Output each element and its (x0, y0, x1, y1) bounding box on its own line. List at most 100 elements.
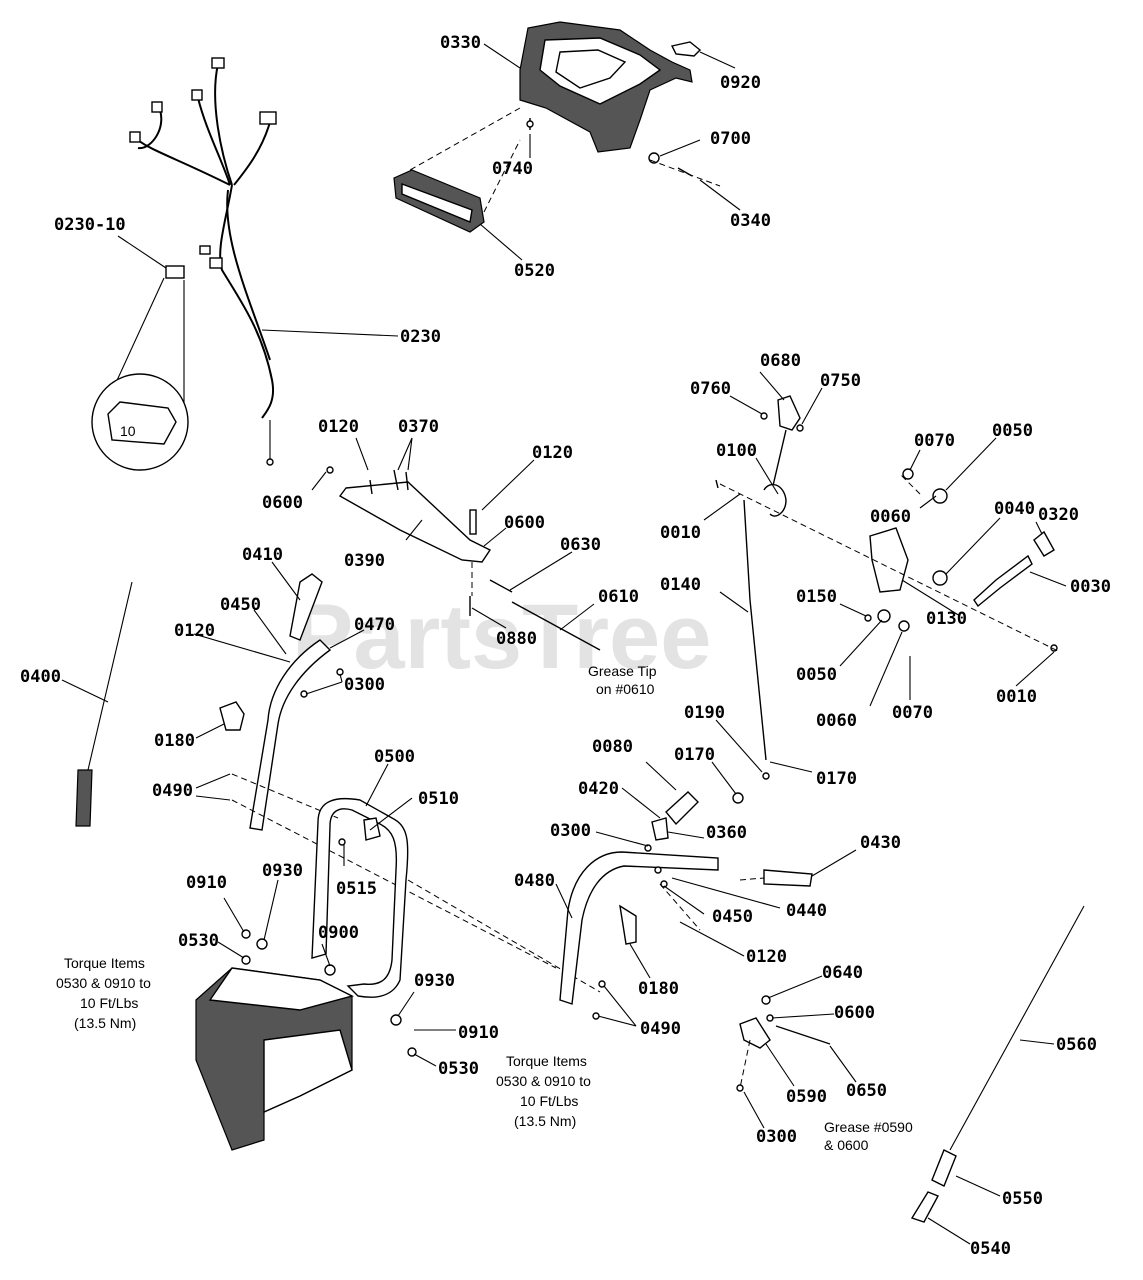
label-0300-b: 0300 (550, 821, 591, 841)
label-0900: 0900 (318, 923, 359, 943)
label-0600-b: 0600 (504, 513, 545, 533)
label-0070-a: 0070 (914, 431, 955, 451)
label-0360: 0360 (706, 823, 747, 843)
label-0330: 0330 (440, 33, 481, 53)
label-0540: 0540 (970, 1239, 1011, 1259)
note-grease-0590-line2: & 0600 (824, 1137, 869, 1153)
label-0320: 0320 (1038, 505, 1079, 525)
label-0150: 0150 (796, 587, 837, 607)
clip-0920 (670, 41, 702, 57)
label-0640: 0640 (822, 963, 863, 983)
label-0070-b: 0070 (892, 703, 933, 723)
label-0930-a: 0930 (262, 861, 303, 881)
note-torque-left-line4: (13.5 Nm) (74, 1015, 136, 1031)
label-0340: 0340 (730, 211, 771, 231)
label-0390: 0390 (344, 551, 385, 571)
label-0590: 0590 (786, 1087, 827, 1107)
label-0300-a: 0300 (344, 675, 385, 695)
label-0740: 0740 (492, 159, 533, 179)
label-0515: 0515 (336, 879, 377, 899)
label-0230: 0230 (400, 327, 441, 347)
label-0600-c: 0600 (834, 1003, 875, 1023)
label-0680: 0680 (760, 351, 801, 371)
note-torque-mid-line4: (13.5 Nm) (514, 1113, 576, 1129)
label-0010-a: 0010 (660, 523, 701, 543)
label-0120-c: 0120 (174, 621, 215, 641)
label-0430: 0430 (860, 833, 901, 853)
label-0120-d: 0120 (746, 947, 787, 967)
label-0470: 0470 (354, 615, 395, 635)
lever-assembly-0130 (715, 395, 1058, 804)
label-0700: 0700 (710, 129, 751, 149)
label-0910-a: 0910 (186, 873, 227, 893)
label-0080: 0080 (592, 737, 633, 757)
label-0010-b: 0010 (996, 687, 1037, 707)
label-0060-a: 0060 (870, 507, 911, 527)
label-0610: 0610 (598, 587, 639, 607)
label-0050-a: 0050 (992, 421, 1033, 441)
label-0420: 0420 (578, 779, 619, 799)
label-0600-a: 0600 (262, 493, 303, 513)
label-0060-b: 0060 (816, 711, 857, 731)
note-torque-mid-line3: 10 Ft/Lbs (520, 1093, 578, 1109)
note-torque-mid-line2: 0530 & 0910 to (496, 1073, 591, 1089)
label-0400: 0400 (20, 667, 61, 687)
fuse-0230-10: 10 (91, 265, 189, 471)
label-0480: 0480 (514, 871, 555, 891)
label-0030: 0030 (1070, 577, 1111, 597)
label-0560: 0560 (1056, 1035, 1097, 1055)
label-0140: 0140 (660, 575, 701, 595)
label-0550: 0550 (1002, 1189, 1043, 1209)
label-0750: 0750 (820, 371, 861, 391)
label-0050-b: 0050 (796, 665, 837, 685)
label-0040: 0040 (994, 499, 1035, 519)
label-0880: 0880 (496, 629, 537, 649)
cable-0400 (75, 581, 133, 827)
note-grease-0590-line1: Grease #0590 (824, 1119, 913, 1135)
label-0190: 0190 (684, 703, 725, 723)
label-0920: 0920 (720, 73, 761, 93)
label-0100: 0100 (716, 441, 757, 461)
label-0490-a: 0490 (152, 781, 193, 801)
cable-0560 (910, 905, 1085, 1223)
label-0300-c: 0300 (756, 1127, 797, 1147)
base-bracket (195, 929, 417, 1151)
label-0450-a: 0450 (220, 595, 261, 615)
note-torque-mid-line1: Torque Items (506, 1053, 587, 1069)
label-0370: 0370 (398, 417, 439, 437)
chute-bracket-0590 (736, 995, 831, 1092)
note-grease-tip-line1: Grease Tip (588, 663, 657, 679)
label-0650: 0650 (846, 1081, 887, 1101)
label-0230-10: 0230-10 (54, 215, 126, 235)
fuse-value: 10 (120, 423, 136, 439)
upper-handle-right-0480 (559, 791, 813, 1005)
watermark: PartsTree (292, 586, 711, 688)
label-0180-b: 0180 (638, 979, 679, 999)
label-0530-b: 0530 (438, 1059, 479, 1079)
wiring-harness-0230 (129, 57, 277, 466)
label-0490-b: 0490 (640, 1019, 681, 1039)
label-0440: 0440 (786, 901, 827, 921)
label-0120-a: 0120 (318, 417, 359, 437)
note-torque-left-line2: 0530 & 0910 to (56, 975, 151, 991)
label-0130: 0130 (926, 609, 967, 629)
note-torque-left-line1: Torque Items (64, 955, 145, 971)
dash-panel-0330 (519, 21, 693, 153)
label-0500: 0500 (374, 747, 415, 767)
label-0520: 0520 (514, 261, 555, 281)
label-0450-b: 0450 (712, 907, 753, 927)
label-0410: 0410 (242, 545, 283, 565)
label-0930-b: 0930 (414, 971, 455, 991)
label-0760: 0760 (690, 379, 731, 399)
label-0510: 0510 (418, 789, 459, 809)
label-0170-b: 0170 (816, 769, 857, 789)
lower-handle-0500 (311, 797, 409, 998)
bezel-0520 (393, 169, 485, 233)
label-0530-a: 0530 (178, 931, 219, 951)
shift-plate-0390 (326, 466, 601, 651)
label-0910-b: 0910 (458, 1023, 499, 1043)
label-0120-b: 0120 (532, 443, 573, 463)
label-0170-a: 0170 (674, 745, 715, 765)
note-torque-left-line3: 10 Ft/Lbs (80, 995, 138, 1011)
